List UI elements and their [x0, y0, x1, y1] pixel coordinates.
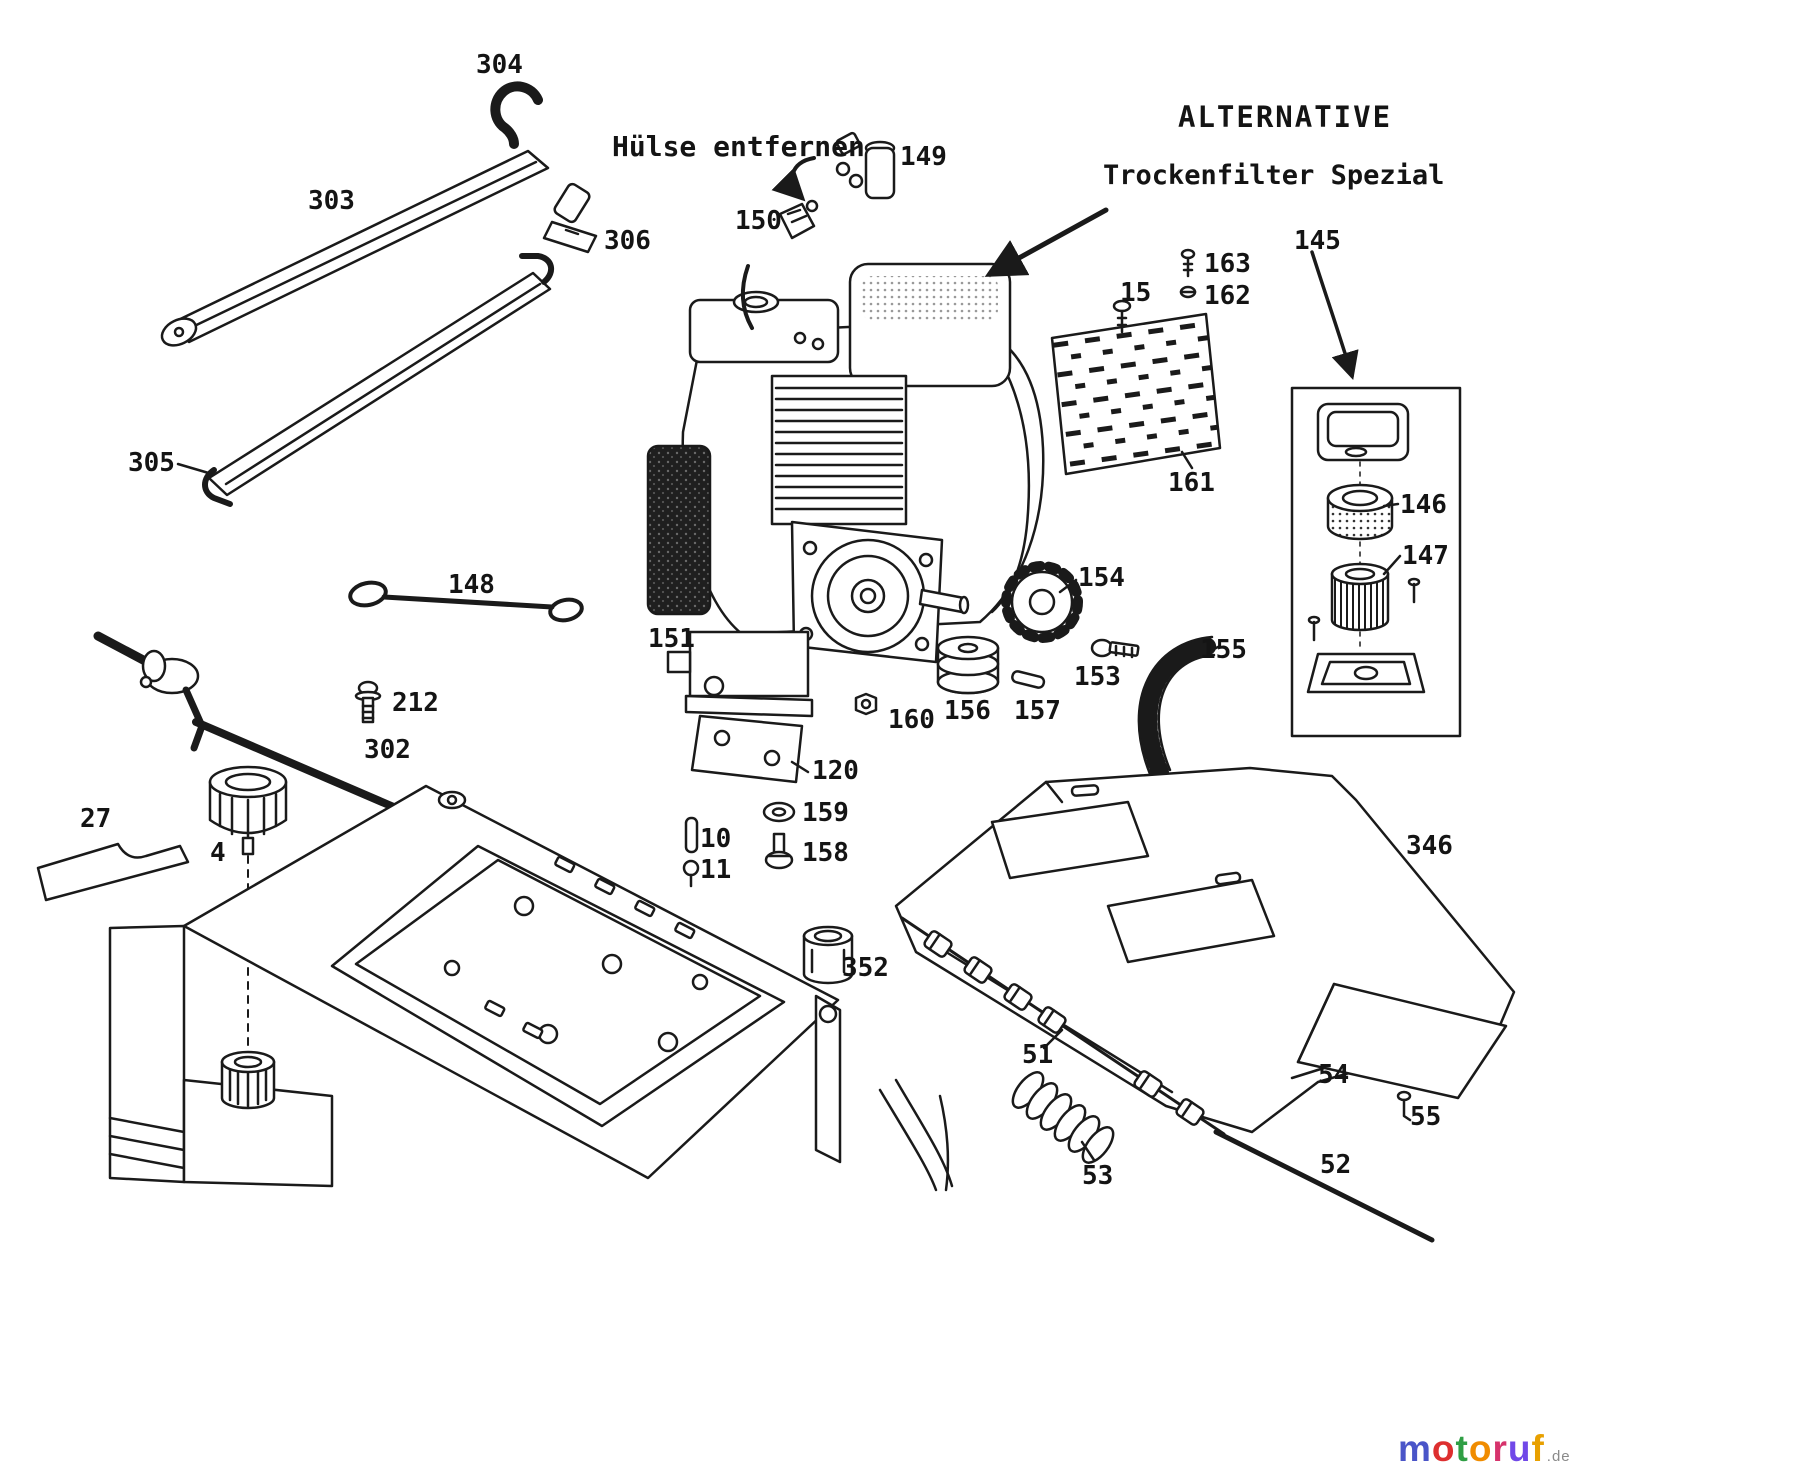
part-label-146: 146: [1400, 490, 1447, 520]
pointer-arrow: [984, 207, 1109, 277]
part-fitting-149: [835, 131, 896, 200]
part-label-145: 145: [1294, 226, 1341, 256]
part-label-155: 155: [1200, 635, 1247, 665]
part-label-160: 160: [888, 705, 935, 735]
part-label-156: 156: [944, 696, 991, 726]
part-washer-159: [762, 801, 796, 823]
part-screw-163: [1180, 248, 1196, 278]
part-plate-120: [690, 714, 804, 784]
note-trockenfilter: Trockenfilter Spezial: [1103, 160, 1445, 191]
part-label-304: 304: [476, 50, 523, 80]
part-spring-53: [1011, 1071, 1115, 1164]
part-plate-161: [1050, 312, 1222, 476]
part-label-163: 163: [1204, 249, 1251, 279]
part-label-162: 162: [1204, 281, 1251, 311]
logo-letter: o: [1431, 1428, 1456, 1469]
part-pulley-156: [936, 635, 1000, 695]
part-rod-52: [1213, 1129, 1435, 1243]
part-label-306: 306: [604, 226, 651, 256]
part-label-302: 302: [364, 735, 411, 765]
part-label-52: 52: [1320, 1150, 1352, 1180]
part-hook-304: [490, 81, 543, 149]
huelse-arrow: [771, 156, 816, 202]
part-screw-55: [1396, 1090, 1412, 1122]
part-nut-160: [854, 692, 878, 716]
logo-letter: f: [1531, 1428, 1545, 1469]
part-fitting-306: [542, 182, 598, 254]
part-pin-157: [1011, 670, 1046, 689]
part-label-15: 15: [1120, 278, 1152, 308]
site-logo[interactable]: motoruf.de: [1398, 1428, 1571, 1470]
part-label-55: 55: [1410, 1102, 1442, 1132]
part-gear-154: [1001, 561, 1083, 643]
part-housing-346: [894, 766, 1516, 1134]
part-label-154: 154: [1078, 563, 1125, 593]
part-label-120: 120: [812, 756, 859, 786]
part-fitting-150: [778, 199, 819, 240]
part-screw-11: [682, 859, 700, 888]
part-bolt-158: [764, 832, 794, 870]
part-bushing-352: [802, 925, 854, 985]
part-label-157: 157: [1014, 696, 1061, 726]
part-label-153: 153: [1074, 662, 1121, 692]
part-knob-4: [208, 765, 288, 1053]
logo-letter: t: [1455, 1428, 1469, 1469]
part-shaft-302: [93, 631, 408, 815]
part-label-151: 151: [648, 624, 695, 654]
note-huelse-entfernen: Hülse entfernen: [612, 130, 865, 163]
part-label-10: 10: [700, 824, 732, 854]
part-label-159: 159: [802, 798, 849, 828]
part-label-53: 53: [1082, 1161, 1114, 1191]
note-alternative: ALTERNATIVE: [1178, 100, 1393, 134]
part-pin-10: [684, 816, 699, 854]
part-label-158: 158: [802, 838, 849, 868]
part-label-303: 303: [308, 186, 355, 216]
part-label-54: 54: [1318, 1060, 1350, 1090]
part-bracket-151: [688, 630, 810, 698]
part-blade-27: [36, 842, 190, 902]
part-rod-148: [348, 580, 584, 623]
part-label-150: 150: [735, 206, 782, 236]
logo-letter: m: [1398, 1428, 1432, 1469]
part-label-51: 51: [1022, 1040, 1054, 1070]
part-screw-15: [1112, 299, 1132, 334]
part-label-212: 212: [392, 688, 439, 718]
logo-letter: u: [1507, 1428, 1532, 1469]
part-label-148: 148: [448, 570, 495, 600]
mower-deck: [108, 784, 954, 1192]
part-label-346: 346: [1406, 831, 1453, 861]
part-rod-303: [160, 149, 550, 347]
part-rod-305: [176, 253, 555, 507]
part-label-147: 147: [1402, 541, 1449, 571]
part-bolt-212: [354, 680, 382, 724]
air-filter-alternative: [1290, 250, 1462, 738]
part-label-11: 11: [700, 855, 732, 885]
part-label-352: 352: [842, 953, 889, 983]
part-label-161: 161: [1168, 468, 1215, 498]
part-label-27: 27: [80, 804, 112, 834]
part-cartridge-147: [1330, 572, 1390, 632]
logo-letter: o: [1468, 1428, 1493, 1469]
part-label-4: 4: [210, 838, 226, 868]
part-belt-155: [1137, 635, 1222, 781]
logo-suffix: .de: [1546, 1448, 1571, 1465]
part-label-149: 149: [900, 142, 947, 172]
part-bushings-51: [900, 916, 1226, 1136]
part-grommet-162: [1179, 285, 1197, 299]
part-label-305: 305: [128, 448, 175, 478]
part-bolt-153: [1090, 638, 1140, 659]
logo-letter: r: [1492, 1428, 1508, 1469]
engine-assembly: [646, 262, 1045, 784]
